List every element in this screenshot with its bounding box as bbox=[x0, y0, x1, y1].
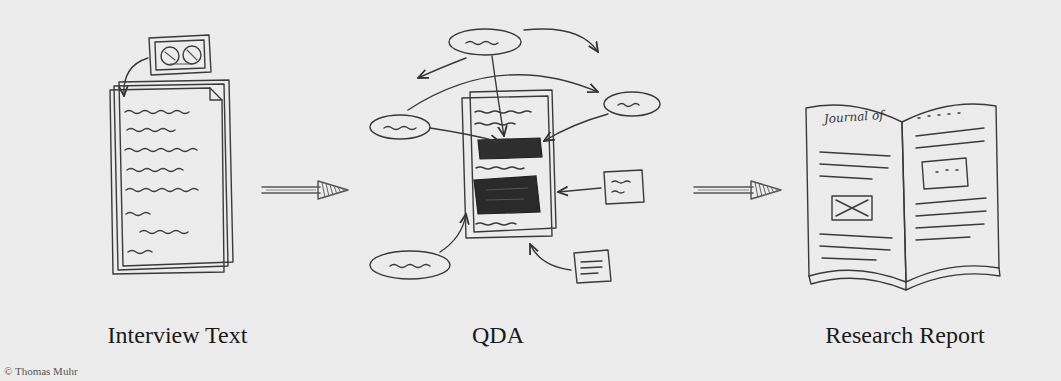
code-bubbles bbox=[370, 29, 660, 279]
transcript-pages bbox=[126, 213, 150, 216]
step-caption: Interview Text bbox=[108, 321, 248, 350]
flow-arrow-stroke bbox=[326, 183, 329, 196]
open-journal bbox=[806, 104, 1000, 290]
code-bubbles bbox=[618, 104, 639, 107]
flow-arrow bbox=[694, 181, 781, 199]
open-journal bbox=[905, 282, 906, 290]
code-bubbles bbox=[466, 42, 498, 45]
transcript-pages bbox=[119, 80, 233, 266]
code-bubbles bbox=[370, 251, 450, 279]
open-journal bbox=[820, 234, 892, 260]
flow-arrow-stroke bbox=[698, 190, 749, 191]
process-step: Research Report bbox=[785, 30, 1025, 360]
qda-document bbox=[470, 90, 556, 232]
flow-arrow-stroke bbox=[763, 185, 766, 196]
qda-document bbox=[486, 188, 528, 200]
memo-notes bbox=[604, 170, 644, 204]
flow-arrow-stroke bbox=[262, 187, 320, 193]
transcript-pages bbox=[110, 80, 233, 274]
open-journal bbox=[916, 198, 986, 240]
transcript-pages bbox=[125, 111, 189, 114]
memo-notes bbox=[581, 261, 602, 274]
process-step: Interview Text bbox=[95, 30, 260, 360]
flow-arrow-stroke bbox=[330, 185, 333, 196]
link-arrows bbox=[408, 29, 608, 270]
qda-document bbox=[475, 111, 531, 113]
transcript-pages bbox=[140, 231, 188, 234]
memo-notes bbox=[574, 250, 611, 283]
code-bubbles bbox=[384, 127, 416, 130]
transcript-pages bbox=[114, 84, 228, 270]
open-journal bbox=[916, 128, 984, 148]
transcript-pages bbox=[127, 129, 175, 132]
flow-arrow-stroke bbox=[338, 187, 341, 193]
transcript-pages bbox=[127, 169, 183, 172]
code-bubbles bbox=[604, 92, 660, 116]
flow-arrow-stroke bbox=[334, 186, 337, 194]
transcript-pages bbox=[125, 149, 197, 152]
copyright-note: © Thomas Muhr bbox=[4, 365, 78, 377]
qda-document bbox=[476, 223, 516, 225]
qda-document bbox=[474, 176, 540, 214]
transcript-pages bbox=[110, 88, 224, 274]
open-journal bbox=[832, 196, 872, 220]
qda-document bbox=[462, 90, 556, 238]
flow-arrow-stroke bbox=[266, 190, 316, 191]
flow-arrow-stroke bbox=[759, 183, 762, 196]
open-journal bbox=[918, 113, 960, 118]
open-journal bbox=[922, 158, 968, 189]
tape-recorder bbox=[124, 35, 211, 96]
qda-document bbox=[476, 167, 524, 169]
flow-arrow bbox=[262, 181, 348, 199]
link-arrows bbox=[524, 29, 598, 52]
code-bubbles bbox=[370, 115, 430, 139]
flow-arrow-stroke bbox=[775, 188, 778, 192]
open-journal bbox=[809, 268, 1000, 290]
open-journal bbox=[902, 104, 999, 282]
open-journal bbox=[836, 200, 868, 216]
transcript-pages bbox=[128, 251, 152, 254]
qda-document bbox=[475, 123, 515, 125]
journal-title: Journal of bbox=[824, 108, 885, 126]
link-arrows bbox=[558, 188, 601, 192]
transcript-pages bbox=[126, 189, 198, 192]
step-caption: QDA bbox=[472, 321, 524, 350]
transcript-pages bbox=[210, 88, 222, 100]
flow-arrow-stroke bbox=[342, 188, 345, 192]
qda-document bbox=[462, 96, 552, 238]
open-journal bbox=[820, 152, 890, 179]
tape-recorder bbox=[155, 40, 205, 70]
tape-recorder bbox=[149, 35, 211, 75]
code-bubbles bbox=[449, 29, 521, 55]
flow-arrow-stroke bbox=[694, 187, 753, 193]
flow-arrow-stroke bbox=[751, 181, 781, 199]
link-arrows bbox=[418, 58, 466, 78]
flow-arrow-stroke bbox=[771, 187, 774, 193]
flow-arrow-stroke bbox=[767, 186, 770, 194]
open-journal bbox=[806, 105, 906, 282]
flow-arrow-stroke bbox=[318, 181, 348, 199]
link-arrows bbox=[430, 128, 500, 142]
flow-arrow-stroke bbox=[322, 182, 325, 198]
process-step: QDA bbox=[352, 20, 692, 360]
tape-recorder bbox=[165, 50, 197, 64]
qda-document bbox=[478, 138, 542, 159]
open-journal bbox=[936, 170, 958, 172]
memo-notes bbox=[612, 181, 630, 193]
step-caption: Research Report bbox=[825, 321, 984, 350]
link-arrows bbox=[492, 56, 504, 136]
link-arrows bbox=[408, 75, 598, 110]
memo-notes bbox=[574, 170, 644, 283]
flow-arrow-stroke bbox=[755, 182, 758, 198]
code-bubbles bbox=[390, 265, 430, 268]
link-arrows bbox=[530, 244, 571, 270]
link-arrows bbox=[544, 114, 608, 141]
link-arrows bbox=[440, 214, 466, 252]
